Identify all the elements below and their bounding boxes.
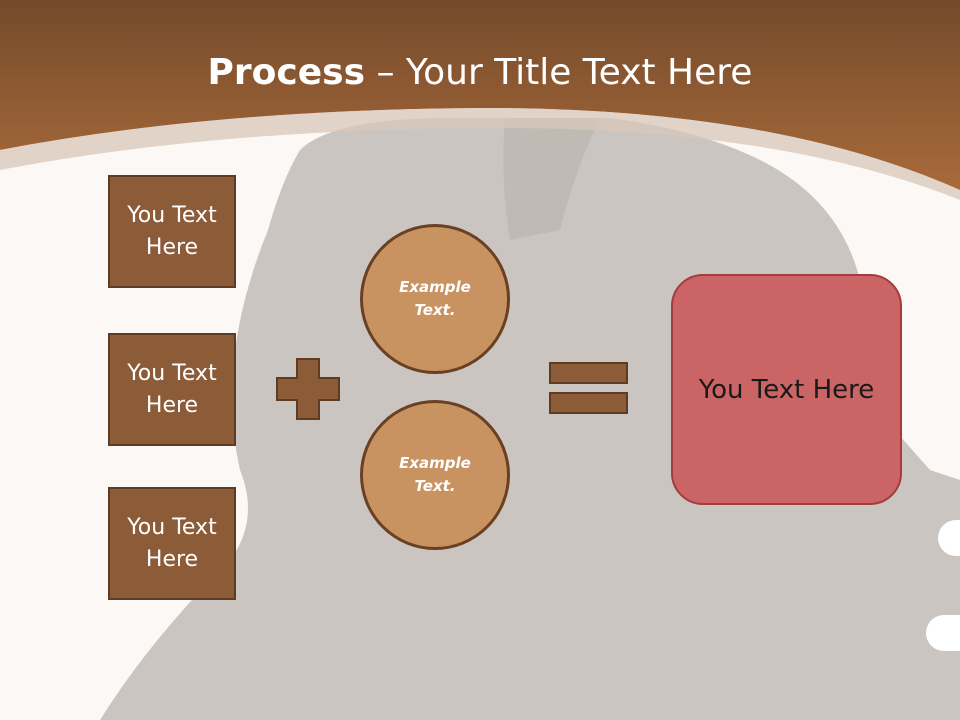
title-rest: – Your Title Text Here bbox=[365, 52, 753, 93]
input-box-3[interactable]: You Text Here bbox=[108, 487, 236, 600]
input-box-1[interactable]: You Text Here bbox=[108, 175, 236, 288]
result-label: You Text Here bbox=[698, 374, 875, 405]
plus-sign-icon bbox=[276, 358, 340, 420]
input-box-2[interactable]: You Text Here bbox=[108, 333, 236, 446]
result-box[interactable]: You Text Here bbox=[671, 274, 902, 505]
example-label: Example Text. bbox=[399, 278, 471, 319]
title-bold: Process bbox=[207, 52, 366, 93]
input-box-label: You Text Here bbox=[127, 514, 217, 572]
example-circle-2[interactable]: Example Text. bbox=[360, 400, 510, 550]
example-circle-1[interactable]: Example Text. bbox=[360, 224, 510, 374]
input-box-label: You Text Here bbox=[127, 360, 217, 418]
equals-sign-icon bbox=[549, 362, 628, 414]
input-box-label: You Text Here bbox=[127, 202, 217, 260]
person-silhouette bbox=[100, 118, 960, 720]
slide-title: Process – Your Title Text Here bbox=[0, 52, 960, 93]
example-label: Example Text. bbox=[399, 454, 471, 495]
